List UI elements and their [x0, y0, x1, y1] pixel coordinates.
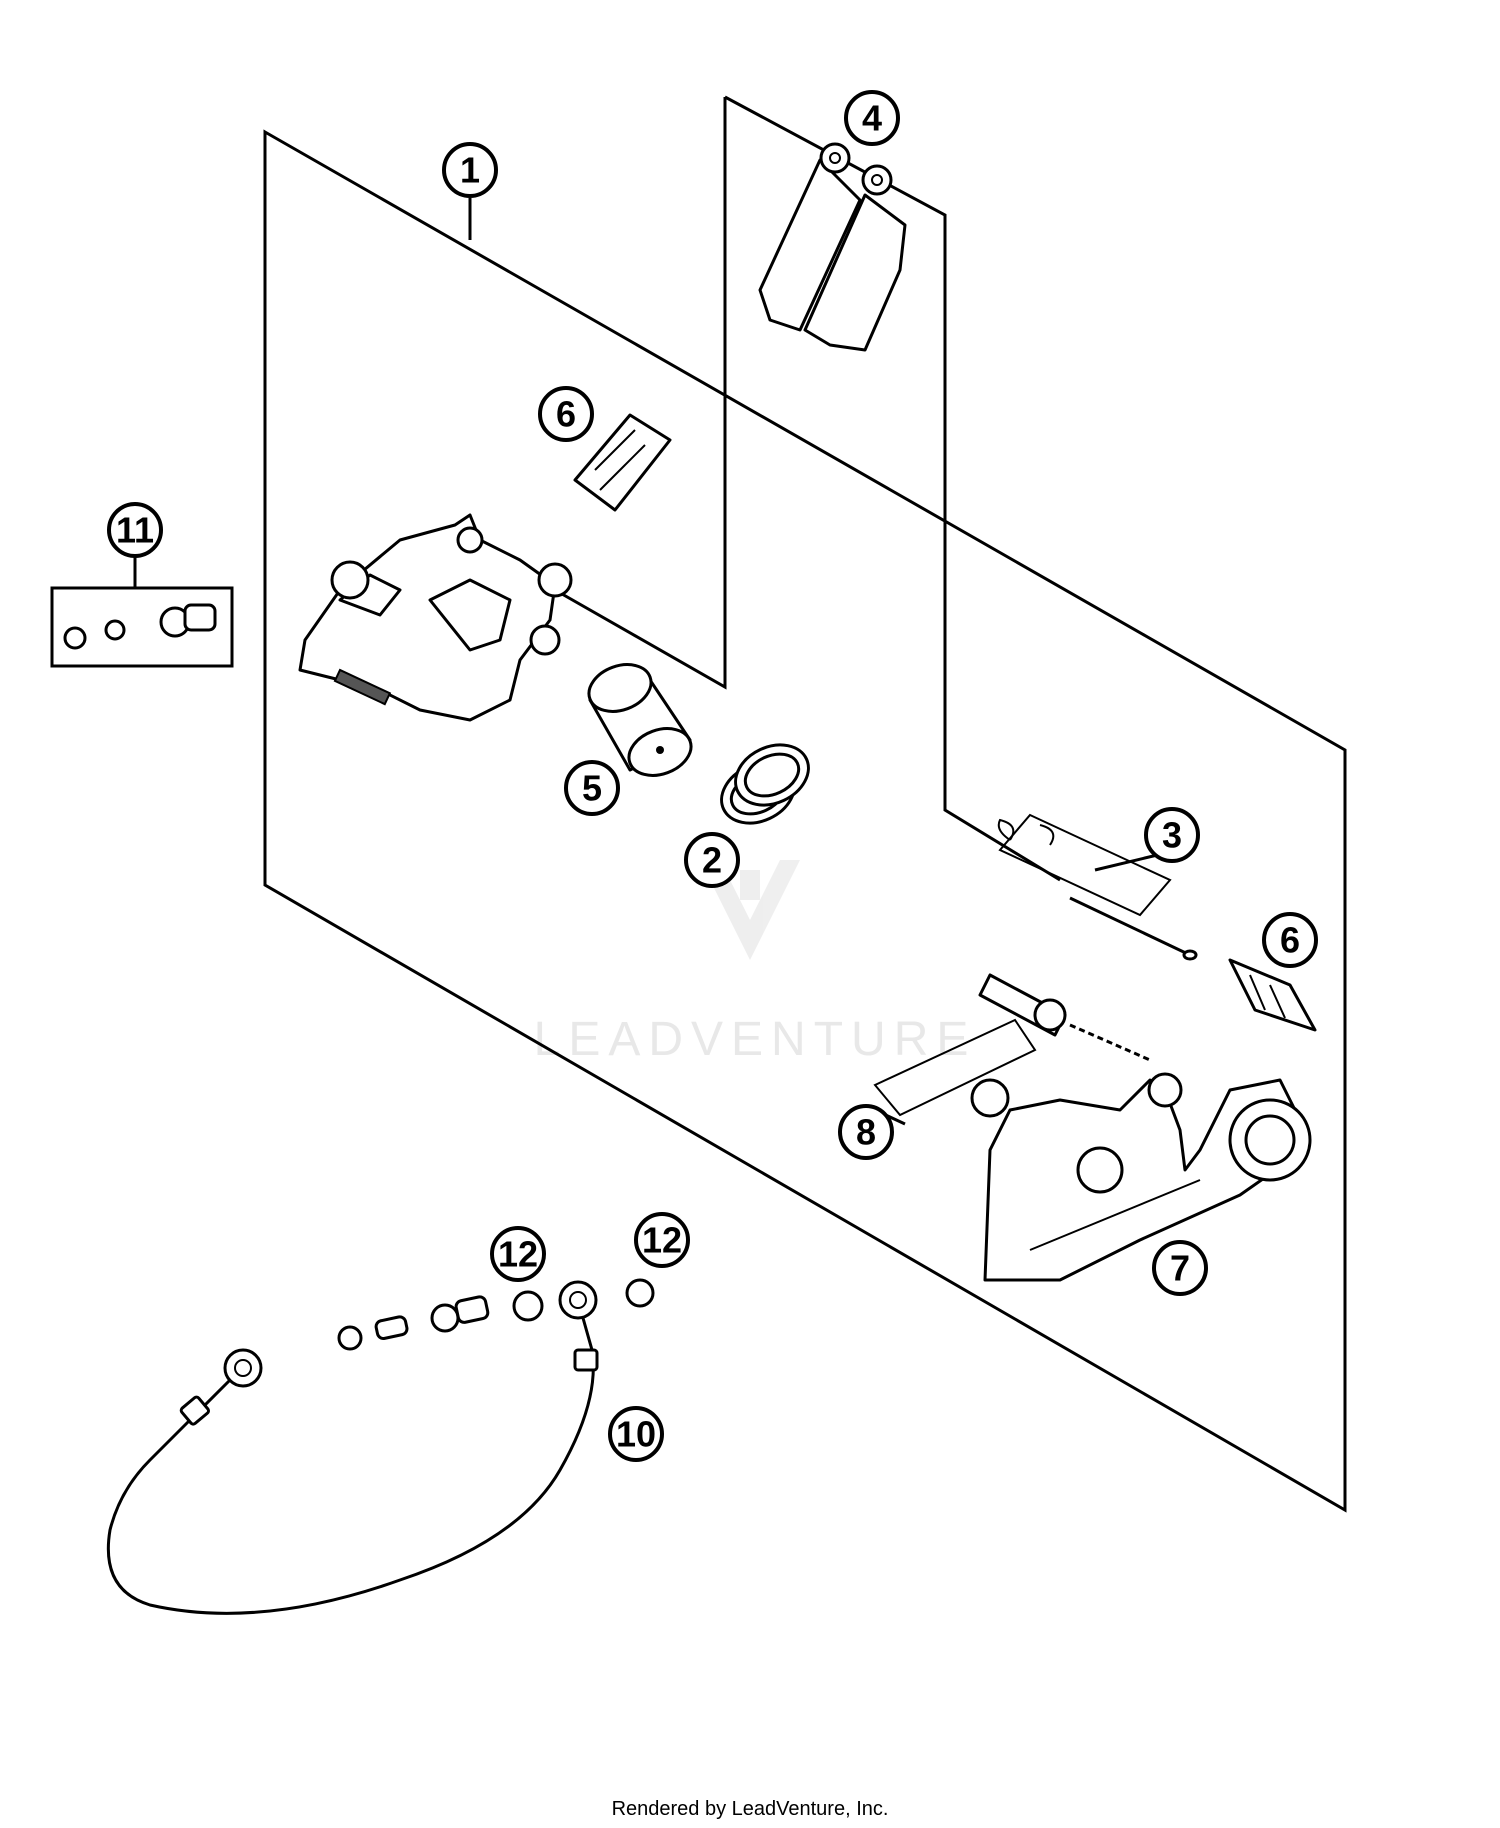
callout-8: 8	[838, 1104, 894, 1160]
svg-text:12: 12	[642, 1220, 682, 1261]
callout-5: 5	[564, 760, 620, 816]
brake-hose	[106, 1280, 599, 1615]
assembly-outline-1	[263, 129, 1347, 1513]
caliper-body	[298, 513, 573, 722]
callout-6-lower: 6	[1262, 912, 1318, 968]
callout-11: 11	[107, 502, 163, 558]
piston	[587, 663, 693, 777]
callout-6-upper: 6	[538, 386, 594, 442]
pad-spring-upper	[573, 413, 672, 512]
callout-1: 1	[442, 142, 498, 198]
svg-text:5: 5	[582, 768, 602, 809]
svg-text:6: 6	[556, 394, 576, 435]
svg-text:12: 12	[498, 1234, 538, 1275]
pad-spring-lower	[1228, 958, 1317, 1032]
sealing-rings	[512, 1278, 655, 1322]
guide-pin-kit	[873, 973, 1151, 1118]
leader-lines	[133, 198, 1171, 1126]
svg-text:3: 3	[1162, 815, 1182, 856]
callout-3: 3	[1144, 807, 1200, 863]
watermark-logo	[700, 860, 800, 960]
callout-12-left: 12	[490, 1226, 546, 1282]
assembly-outline-4	[554, 97, 727, 690]
brake-pads	[758, 142, 907, 352]
svg-text:1: 1	[460, 150, 480, 191]
seal-kit	[720, 743, 810, 825]
svg-text:4: 4	[862, 98, 882, 139]
svg-text:6: 6	[1280, 920, 1300, 961]
callout-7: 7	[1152, 1240, 1208, 1296]
watermark-text: LEADVENTURE	[534, 1013, 977, 1066]
svg-text:10: 10	[616, 1414, 656, 1455]
pin-kit	[997, 813, 1198, 961]
bleeder-kit	[50, 586, 234, 668]
bleeder-parts	[337, 1295, 490, 1351]
svg-text:2: 2	[702, 840, 722, 881]
svg-text:7: 7	[1170, 1248, 1190, 1289]
callout-4: 4	[844, 90, 900, 146]
svg-text:11: 11	[116, 510, 154, 551]
caliper-support	[983, 1072, 1312, 1282]
callout-2: 2	[684, 832, 740, 888]
svg-text:8: 8	[856, 1112, 876, 1153]
callout-12-right: 12	[634, 1212, 690, 1268]
callout-10: 10	[608, 1406, 664, 1462]
footer-credit: Rendered by LeadVenture, Inc.	[611, 1798, 889, 1820]
